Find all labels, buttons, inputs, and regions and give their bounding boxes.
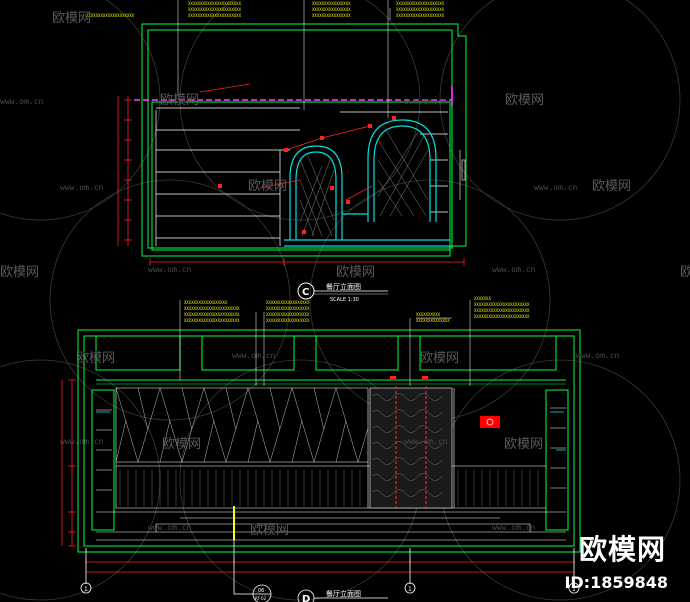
- svg-text:XXXXXXXXXXXXXXXXXX: XXXXXXXXXXXXXXXXXX: [266, 300, 310, 305]
- elevation-d-annotations: XXXXXXXXXXXXXXXXXX XXXXXXXXXXXXXXXXXXXXX…: [184, 296, 530, 323]
- grid-bubbles: [80, 548, 580, 594]
- svg-text:XXXXXXXXXXXXXXXXXXXXXX: XXXXXXXXXXXXXXXXXXXXXX: [188, 1, 242, 6]
- elevation-c-annotations: XXXXXXXXXXXXXXXXXXXX XXXXXXXXXXXXXXXXXXX…: [86, 1, 445, 18]
- watermark-url: www.om.cn: [534, 183, 578, 192]
- elevation-d-title: 餐厅立面图: [326, 589, 361, 598]
- section-tag-bottom: RT-02: [255, 596, 267, 601]
- watermark-brand: 欧模网: [505, 93, 544, 108]
- grid-mark-2: 1: [408, 586, 412, 593]
- watermark-url: www.om.cn: [148, 265, 192, 274]
- corner-logo: 欧模网: [578, 533, 666, 566]
- svg-text:XXXXXXXXXXXXXXXXXXXXXXX: XXXXXXXXXXXXXXXXXXXXXXX: [184, 318, 240, 323]
- watermark-url: www.om.cn: [60, 183, 104, 192]
- svg-text:XXXXXXXXXXXXXXXXXXXX: XXXXXXXXXXXXXXXXXXXX: [86, 13, 135, 18]
- grid-mark-3: 1: [572, 586, 576, 593]
- watermark-url: www.om.cn: [576, 351, 620, 360]
- svg-text:XXXXXXXXXXXXXXXX: XXXXXXXXXXXXXXXX: [312, 1, 351, 6]
- section-tag-top: 06: [258, 588, 264, 594]
- svg-text:XXXXXXXXXXXXXXXXXXXXXXX: XXXXXXXXXXXXXXXXXXXXXXX: [474, 302, 530, 307]
- elevation-c-title: [297, 282, 388, 300]
- elevation-d: [61, 300, 581, 573]
- svg-text:XXXXXXXXXXXXXXXXXXXXXX: XXXXXXXXXXXXXXXXXXXXXX: [188, 7, 242, 12]
- section-tag: [233, 540, 388, 602]
- diamond-pattern: [115, 387, 369, 463]
- svg-text:XXXXXXXXXXXXXX: XXXXXXXXXXXXXX: [416, 318, 450, 323]
- svg-text:XXXXXXXXXX: XXXXXXXXXX: [416, 312, 441, 317]
- watermark-brand: 欧模网: [160, 93, 199, 108]
- watermark-url: www.om.cn: [232, 351, 276, 360]
- watermark-url: www.om.cn: [148, 523, 192, 532]
- watermark-url: www.om.cn: [404, 97, 448, 106]
- elevation-c-title: 餐厅立面图: [326, 282, 361, 291]
- watermark-url: www.om.cn: [60, 437, 104, 446]
- watermark-brand: 欧模网: [680, 265, 690, 280]
- svg-text:XXXXXXXXXXXXXXXXXX: XXXXXXXXXXXXXXXXXX: [184, 300, 228, 305]
- watermark-brand-group: 欧模网 欧模网 欧模网 欧模网 欧模网 欧模网 欧模网 欧模网 欧模网 欧模网 …: [0, 11, 690, 538]
- svg-text:XXXXXXXXXXXXXXXXXXXXXXX: XXXXXXXXXXXXXXXXXXXXXXX: [474, 314, 530, 319]
- svg-text:XXXXXXXXXXXXXXXXXXXX: XXXXXXXXXXXXXXXXXXXX: [396, 1, 445, 6]
- elevation-c-marker: C: [302, 287, 309, 298]
- elevation-c: [117, 0, 467, 266]
- watermark-brand: 欧模网: [248, 179, 287, 194]
- svg-text:XXXXXXXXXXXXXXXX: XXXXXXXXXXXXXXXX: [312, 7, 351, 12]
- screen-pattern: [371, 393, 443, 497]
- watermark-brand: 欧模网: [52, 11, 91, 26]
- svg-text:XXXXXXXXXXXXXXXXXXXXXXX: XXXXXXXXXXXXXXXXXXXXXXX: [184, 312, 240, 317]
- watermark-brand: 欧模网: [420, 351, 459, 366]
- svg-text:XXXXXXXXXXXXXXXXXXXX: XXXXXXXXXXXXXXXXXXXX: [396, 7, 445, 12]
- watermark-url: www.om.cn: [492, 523, 536, 532]
- svg-text:XXXXXXXXXXXXXXXX: XXXXXXXXXXXXXXXX: [312, 13, 351, 18]
- rail-lines: [119, 470, 539, 506]
- watermark-url: www.om.cn: [492, 265, 536, 274]
- svg-text:XXXXXXXXXXXXXXXXXXXXXXX: XXXXXXXXXXXXXXXXXXXXXXX: [474, 308, 530, 313]
- svg-text:XXXXXXXXXXXXXXXXXX: XXXXXXXXXXXXXXXXXX: [266, 312, 310, 317]
- watermark-brand: 欧模网: [0, 265, 39, 280]
- watermark-url: www.om.cn: [0, 97, 44, 106]
- elevation-d-marker: D: [302, 594, 310, 602]
- watermark-url-group: www.om.cn www.om.cn www.om.cn www.om.cn …: [0, 97, 620, 532]
- watermark-brand: 欧模网: [250, 523, 289, 538]
- watermark-url: www.om.cn: [404, 437, 448, 446]
- watermark-brand: 欧模网: [76, 351, 115, 366]
- elevation-c-scale: SCALE 1:30: [330, 297, 359, 303]
- svg-text:XXXXXXXXXXXXXXXXXXXX: XXXXXXXXXXXXXXXXXXXX: [396, 13, 445, 18]
- svg-text:XXXXXXXXXXXXXXXXXXXXXXX: XXXXXXXXXXXXXXXXXXXXXXX: [184, 306, 240, 311]
- svg-text:XXXXXXXXXXXXXXXXXXXXXX: XXXXXXXXXXXXXXXXXXXXXX: [188, 13, 242, 18]
- corner-id: ID:1859848: [564, 573, 668, 592]
- watermark-brand: 欧模网: [336, 265, 375, 280]
- svg-text:XXXXXXXXXXXXXXXXXX: XXXXXXXXXXXXXXXXXX: [266, 318, 310, 323]
- watermark-brand: 欧模网: [504, 437, 543, 452]
- watermark-brand: 欧模网: [162, 437, 201, 452]
- svg-text:XXXXXXXXXXXXXXXXXX: XXXXXXXXXXXXXXXXXX: [266, 306, 310, 311]
- svg-text:XXXXXXX: XXXXXXX: [474, 296, 491, 301]
- grid-mark-1: 1: [84, 586, 88, 593]
- watermark-brand: 欧模网: [592, 179, 631, 194]
